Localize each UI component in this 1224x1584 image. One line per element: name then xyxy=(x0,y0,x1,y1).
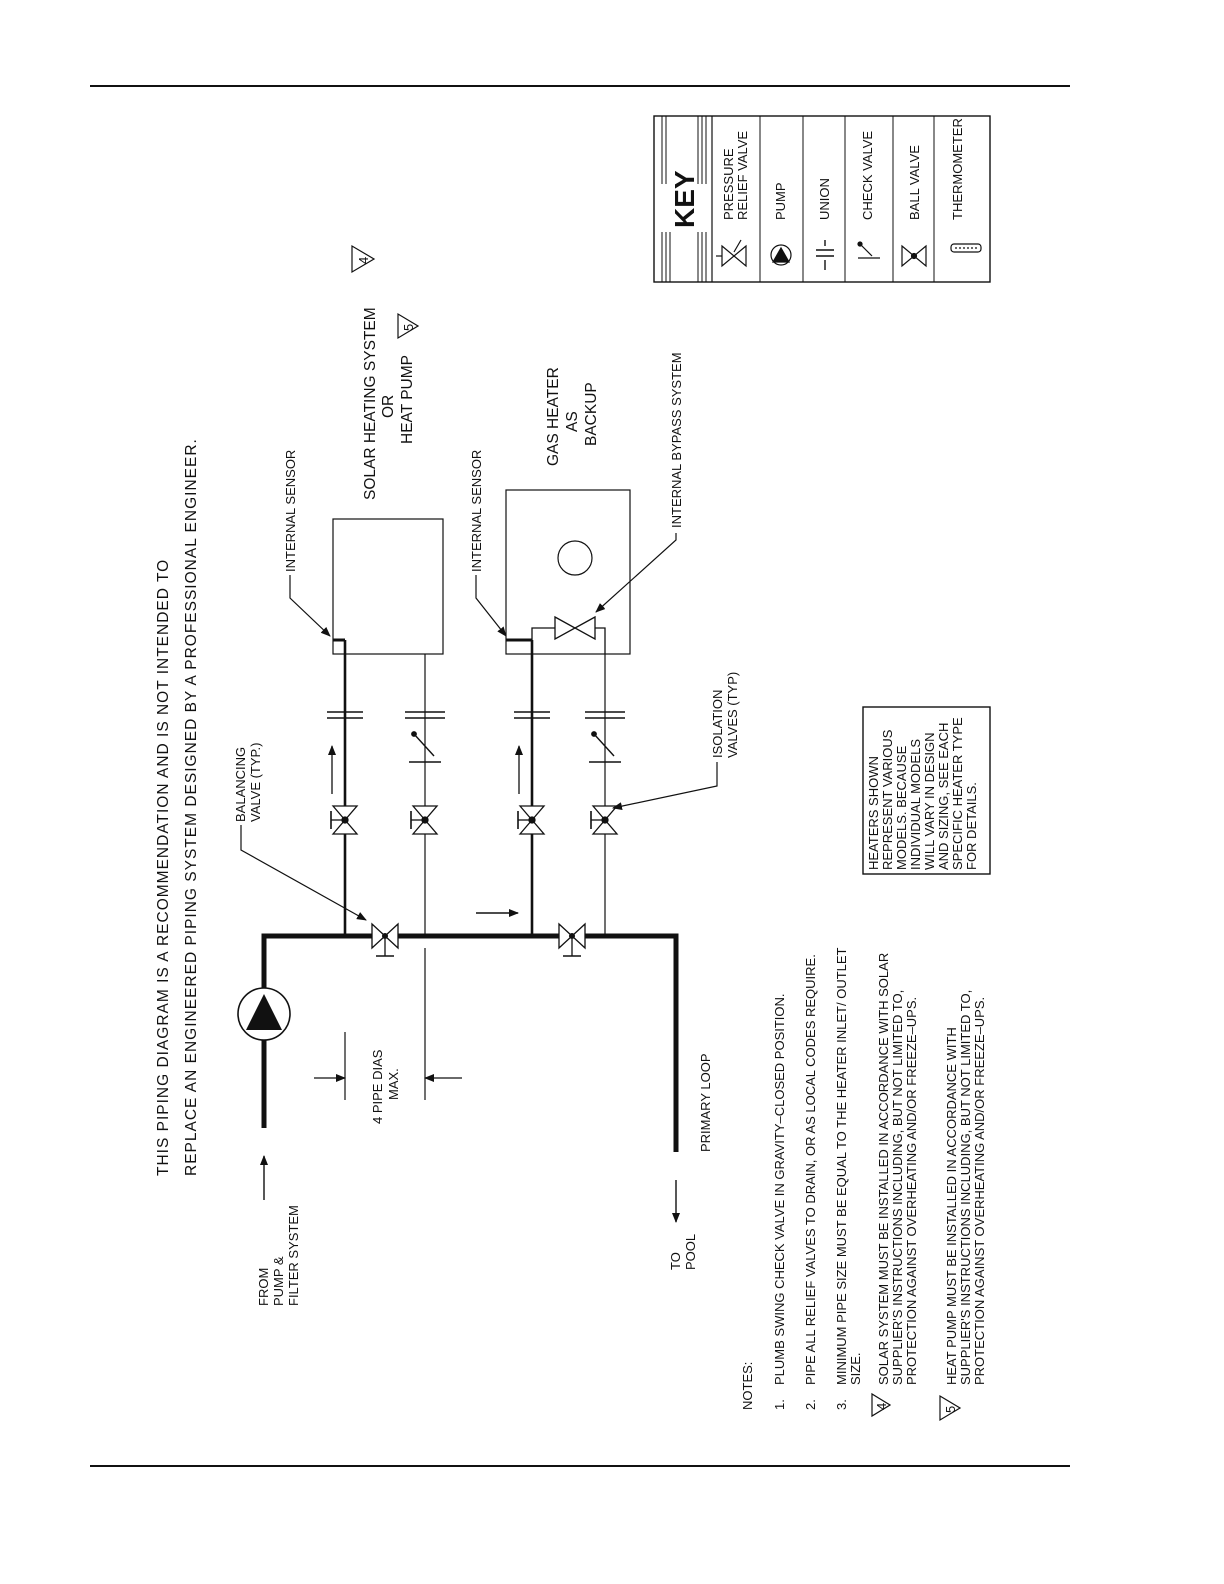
from-label-2: PUMP & xyxy=(271,1256,286,1306)
svg-text:AND SIZING, SEE EACH: AND SIZING, SEE EACH xyxy=(936,723,951,870)
notes: NOTES: 1. PLUMB SWING CHECK VALVE IN GRA… xyxy=(740,947,987,1422)
pipe-dias-label-2: MAX. xyxy=(386,1068,401,1100)
svg-text:REPRESENT VARIOUS: REPRESENT VARIOUS xyxy=(880,729,895,870)
note-4-triangle: 4 xyxy=(351,244,376,274)
gas-heater-burner xyxy=(557,540,593,576)
pipe-dias-label-1: 4 PIPE DIAS xyxy=(370,1049,385,1124)
note-4b: SUPPLIER'S INSTRUCTIONS INCLUDING, BUT N… xyxy=(890,990,905,1385)
thermometer-icon xyxy=(950,243,982,253)
note-3a: MINIMUM PIPE SIZE MUST BE EQUAL TO THE H… xyxy=(834,947,849,1385)
from-label-1: FROM xyxy=(256,1268,271,1306)
note-4c: PROTECTION AGAINST OVERHEATING AND/OR FR… xyxy=(904,997,919,1385)
solar-label-1: SOLAR HEATING SYSTEM xyxy=(362,307,379,500)
pump-icon-key xyxy=(770,244,792,266)
balancing-valve-2 xyxy=(558,923,586,957)
key-label-union: UNION xyxy=(817,178,832,220)
heaters-note-box: HEATERS SHOWN REPRESENT VARIOUS MODELS. … xyxy=(862,706,991,875)
note-5a: HEAT PUMP MUST BE INSTALLED IN ACCORDANC… xyxy=(944,1027,959,1385)
svg-text:4: 4 xyxy=(356,257,371,264)
key-title: KEY xyxy=(669,170,700,228)
isolation-valves xyxy=(330,805,619,835)
from-label-3: FILTER SYSTEM xyxy=(286,1205,301,1306)
balancing-label-1: BALANCING xyxy=(233,747,248,822)
title-line-1: THIS PIPING DIAGRAM IS A RECOMMENDATION … xyxy=(155,559,172,1176)
note-2-number: 2. xyxy=(803,1399,818,1410)
gas-label-2: AS xyxy=(564,411,581,432)
note-5c: PROTECTION AGAINST OVERHEATING AND/OR FR… xyxy=(972,997,987,1385)
note-1-number: 1. xyxy=(772,1399,787,1410)
check-valve-icon xyxy=(857,241,880,259)
svg-text:HEATERS SHOWN: HEATERS SHOWN xyxy=(866,756,881,870)
note-5b: SUPPLIER'S INSTRUCTIONS INCLUDING, BUT N… xyxy=(958,990,973,1385)
notes-heading: NOTES: xyxy=(740,1362,755,1410)
key-label-pressure-2: RELIEF VALVE xyxy=(735,131,750,220)
ball-valve-icon xyxy=(901,244,927,268)
svg-text:FOR DETAILS.: FOR DETAILS. xyxy=(964,782,979,870)
pump-icon xyxy=(237,987,291,1041)
svg-text:INDIVIDUAL MODELS: INDIVIDUAL MODELS xyxy=(908,739,923,870)
svg-text:SPECIFIC HEATER TYPE: SPECIFIC HEATER TYPE xyxy=(950,717,965,870)
branch-pipes xyxy=(343,640,606,936)
note-5-triangle: 5 xyxy=(397,312,420,340)
gas-heater-box xyxy=(505,489,631,655)
primary-loop-label: PRIMARY LOOP xyxy=(698,1054,713,1153)
union-icon xyxy=(816,240,834,270)
isolation-label-1: ISOLATION xyxy=(710,690,725,758)
key-label-check: CHECK VALVE xyxy=(860,131,875,220)
gas-label-1: GAS HEATER xyxy=(545,367,562,466)
note-4-marker: 4 xyxy=(871,1392,892,1418)
dimension-lines xyxy=(314,948,462,1100)
to-label-2: POOL xyxy=(683,1234,698,1270)
internal-bypass-valve xyxy=(531,615,606,654)
pressure-relief-valve-icon xyxy=(716,239,747,268)
note-5-marker: 5 xyxy=(939,1394,962,1422)
solar-label-3: HEAT PUMP xyxy=(399,355,416,444)
check-valves xyxy=(409,731,621,763)
isolation-label-2: VALVES (TYP) xyxy=(725,672,740,758)
note-3b: SIZE. xyxy=(848,1352,863,1385)
key-label-ball: BALL VALVE xyxy=(907,145,922,220)
unions xyxy=(327,711,625,719)
key-label-pump: PUMP xyxy=(773,182,788,220)
key-label-thermometer: THERMOMETER xyxy=(950,118,965,220)
svg-text:5: 5 xyxy=(943,1406,958,1413)
leader-lines xyxy=(240,533,718,921)
primary-loop-pipe xyxy=(261,933,679,1152)
note-3-number: 3. xyxy=(834,1399,849,1410)
svg-text:4: 4 xyxy=(874,1403,889,1410)
solar-label-2: OR xyxy=(380,395,397,418)
key-legend: KEY PRESSURE RELIEF VALVE PUMP xyxy=(653,115,991,283)
svg-text:5: 5 xyxy=(401,324,416,331)
title-line-2: REPLACE AN ENGINEERED PIPING SYSTEM DESI… xyxy=(183,438,200,1176)
balancing-valve-1 xyxy=(371,923,399,957)
note-2: PIPE ALL RELIEF VALVES TO DRAIN, OR AS L… xyxy=(803,954,818,1385)
svg-text:MODELS. BECAUSE: MODELS. BECAUSE xyxy=(894,745,909,870)
to-label-1: TO xyxy=(668,1252,683,1270)
internal-sensor-label-1: INTERNAL SENSOR xyxy=(283,450,298,572)
internal-sensor-label-2: INTERNAL SENSOR xyxy=(469,450,484,572)
gas-label-3: BACKUP xyxy=(583,382,600,446)
balancing-label-2: VALVE (TYP.) xyxy=(248,743,263,822)
svg-text:WILL VARY IN DESIGN: WILL VARY IN DESIGN xyxy=(922,732,937,870)
note-4a: SOLAR SYSTEM MUST BE INSTALLED IN ACCORD… xyxy=(876,953,891,1385)
note-1: PLUMB SWING CHECK VALVE IN GRAVITY–CLOSE… xyxy=(772,993,787,1385)
bypass-label: INTERNAL BYPASS SYSTEM xyxy=(669,352,684,528)
solar-heater-box xyxy=(332,518,444,655)
key-label-pressure-1: PRESSURE xyxy=(721,148,736,220)
